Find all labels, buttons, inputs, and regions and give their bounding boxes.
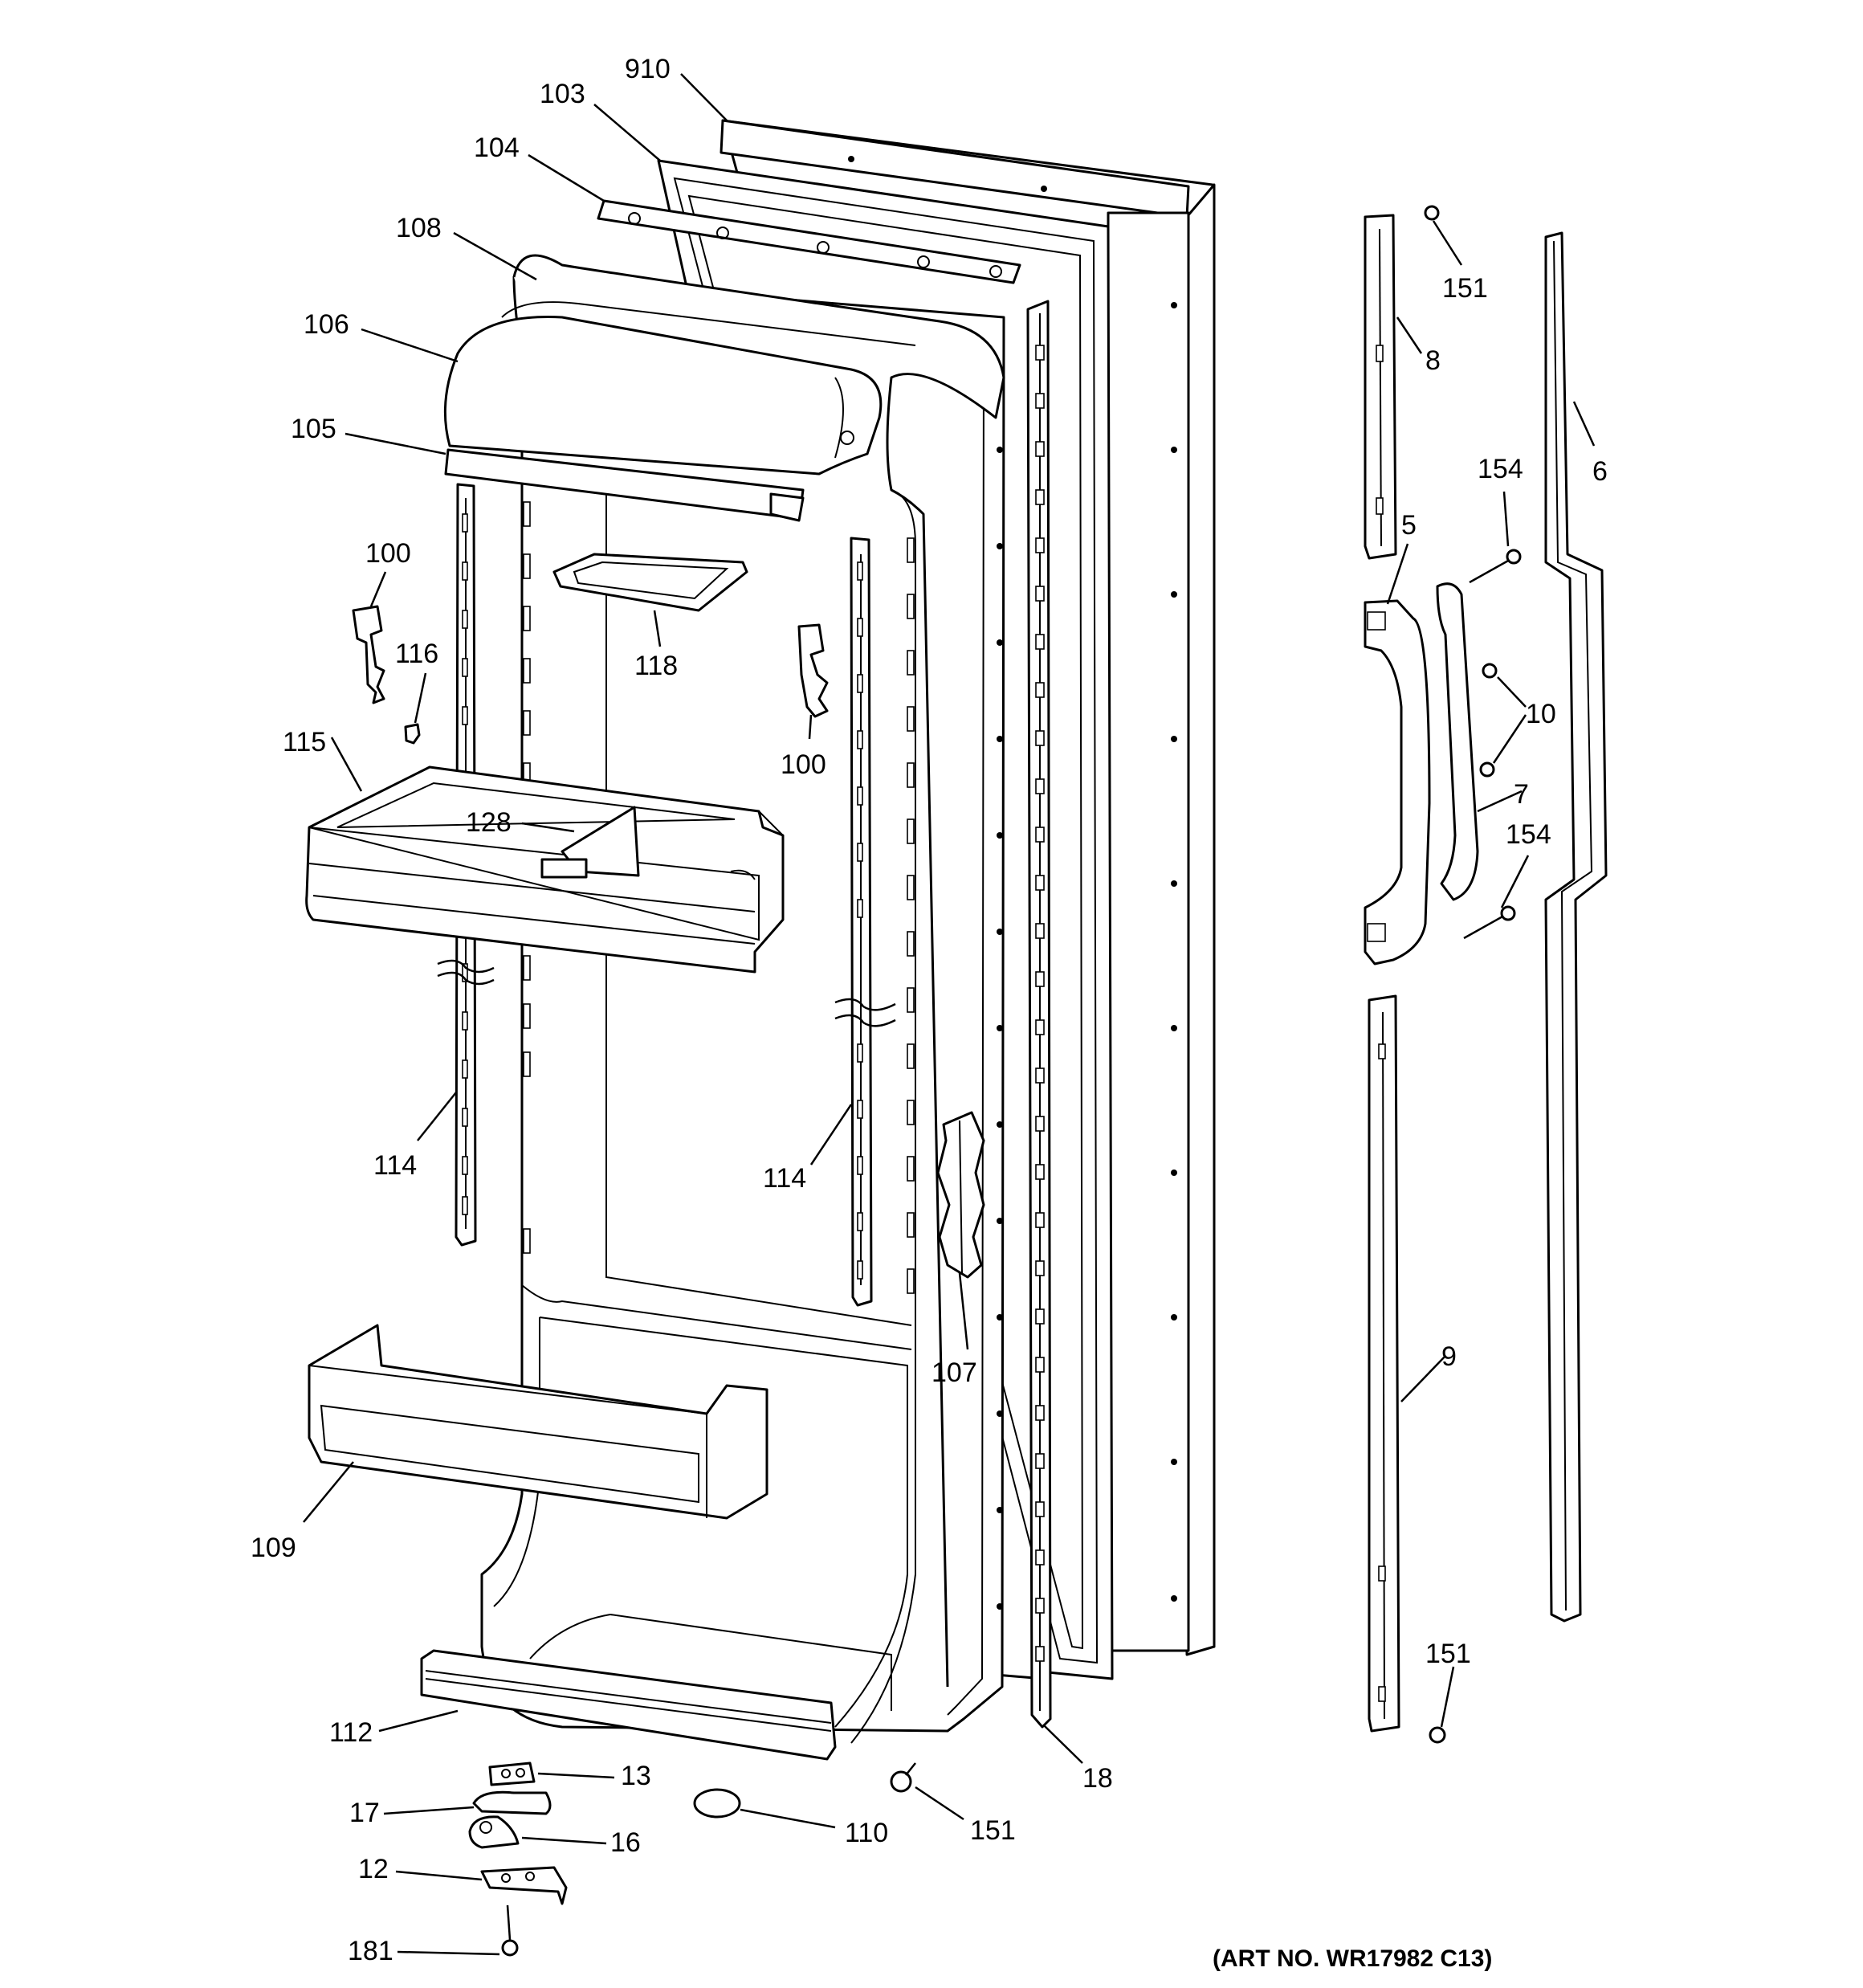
handle-screw-long-upper: [1469, 549, 1522, 584]
label-154-lower: 154: [1506, 819, 1551, 850]
hinge-plate: [488, 1761, 536, 1786]
label-151-bottom: 151: [970, 1815, 1016, 1846]
handle-mount-lower: [1368, 994, 1400, 1733]
label-112: 112: [329, 1717, 373, 1748]
shelf-rail-right: [834, 537, 896, 1307]
art-number: (ART NO. WR17982 C13): [1213, 1945, 1492, 1972]
hinge-screw: [501, 1904, 519, 1957]
label-910: 910: [625, 54, 671, 84]
label-105: 105: [291, 414, 336, 444]
label-9: 9: [1441, 1341, 1457, 1372]
dairy-door-channel: [444, 448, 805, 522]
label-100-right: 100: [781, 749, 826, 780]
label-18: 18: [1082, 1763, 1113, 1794]
handle-screw-bottom: [1429, 1726, 1446, 1744]
label-109: 109: [251, 1533, 296, 1563]
label-128: 128: [466, 807, 512, 838]
handle-insert: [1436, 582, 1479, 901]
label-16: 16: [610, 1827, 641, 1858]
insulation-strip: [936, 1111, 985, 1279]
callout-labels: 910 103 104 108 106 105 100 116 118 100 …: [251, 54, 1608, 1966]
handle-mount-upper: [1364, 214, 1397, 560]
label-8: 8: [1425, 345, 1441, 376]
label-10: 10: [1526, 699, 1556, 729]
handle-screw-top: [1424, 205, 1440, 221]
hinge-cam: [468, 1815, 520, 1849]
mullion-strip: [1026, 300, 1052, 1729]
label-118: 118: [634, 651, 678, 681]
label-13: 13: [621, 1761, 651, 1791]
label-181: 181: [348, 1936, 393, 1966]
label-6: 6: [1592, 456, 1608, 487]
top-channel-strip: [597, 199, 1021, 284]
label-151-top: 151: [1442, 273, 1488, 304]
handle-screws: [1479, 663, 1498, 778]
hinge-bracket: [480, 1866, 568, 1905]
label-104: 104: [474, 133, 520, 163]
leader-lines: [303, 73, 1596, 1956]
door-bin-lower: [308, 1324, 768, 1520]
shelf-clip-left: [352, 605, 385, 704]
liner-screw: [890, 1762, 916, 1793]
label-12: 12: [358, 1854, 389, 1884]
cap-plug: [693, 1788, 741, 1819]
hinge-shim: [472, 1790, 552, 1815]
label-17: 17: [349, 1798, 380, 1828]
label-103: 103: [540, 79, 585, 109]
label-106: 106: [304, 309, 349, 340]
small-clip: [404, 723, 421, 745]
label-116: 116: [395, 639, 438, 669]
label-154-upper: 154: [1478, 454, 1523, 484]
handle: [1364, 599, 1431, 965]
label-108: 108: [396, 213, 442, 243]
dairy-compartment-door: [443, 301, 916, 476]
shelf-clip-right: [797, 623, 829, 718]
label-114-left: 114: [373, 1150, 417, 1181]
bottom-trim-strip: [420, 1649, 837, 1761]
label-110: 110: [845, 1818, 888, 1848]
label-115: 115: [283, 727, 326, 757]
label-107: 107: [932, 1357, 977, 1388]
label-114-right: 114: [763, 1163, 806, 1194]
egg-tray: [552, 553, 748, 612]
label-7: 7: [1514, 779, 1529, 810]
label-151-right: 151: [1425, 1639, 1471, 1669]
label-5: 5: [1401, 510, 1417, 541]
bin-divider: [540, 806, 640, 879]
label-100-left: 100: [365, 538, 411, 569]
handle-screw-long-lower: [1463, 905, 1516, 940]
trim-strip-long: [1544, 231, 1608, 1623]
